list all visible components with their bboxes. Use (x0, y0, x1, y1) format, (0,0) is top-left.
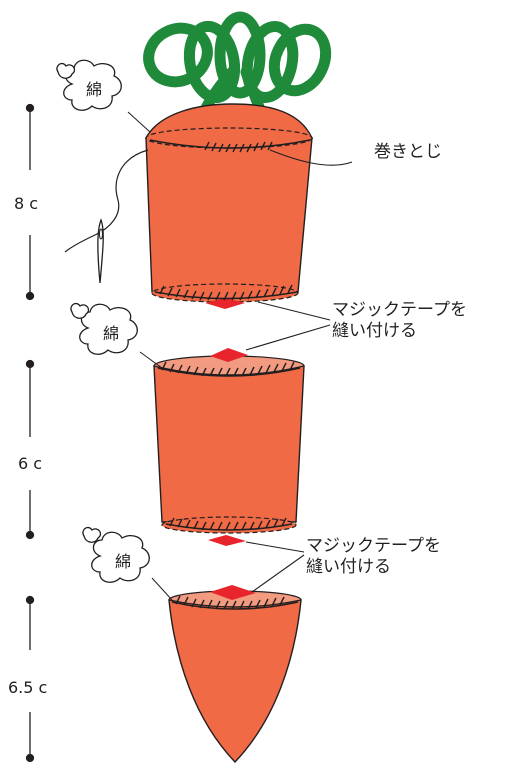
measurement-label: 8 c (14, 192, 39, 215)
cotton-label: 綿 (103, 324, 120, 343)
cotton-leader-lines (127, 111, 173, 601)
whipstitch-bottom (171, 595, 299, 610)
velcro-patch-middle (210, 348, 248, 362)
carrot-top-section (145, 137, 313, 293)
measurement-ruler (25, 103, 35, 763)
whipstitch-note: 巻きとじ (374, 142, 442, 162)
velcro-note-line2: 縫い付ける (332, 321, 417, 341)
velcro-patch-lower (208, 535, 246, 546)
velcro-patch-bottom (210, 585, 256, 600)
velcro-patch (205, 298, 245, 309)
cotton-puff-icon (56, 59, 150, 583)
velcro-note: マジックテープを 縫い付ける (306, 536, 441, 578)
carrot-middle-section (153, 365, 305, 523)
sewing-thread (64, 149, 149, 253)
measurement-label: 6 c (18, 452, 43, 475)
velcro-note-line1: マジックテープを (332, 300, 467, 320)
velcro-note-line1: マジックテープを (306, 536, 441, 556)
velcro-note-line2: 縫い付ける (306, 557, 391, 577)
measurement-label: 6.5 c (8, 676, 48, 699)
carrot-leaves-icon (143, 11, 332, 116)
velcro-note: マジックテープを 縫い付ける (332, 300, 467, 342)
cotton-label: 綿 (115, 552, 132, 571)
whipstitch-middle (157, 361, 301, 531)
carrot-bottom-section (168, 599, 302, 764)
whipstitch-marks (149, 139, 311, 301)
cotton-label: 綿 (86, 80, 103, 99)
callout-lines (245, 149, 353, 593)
